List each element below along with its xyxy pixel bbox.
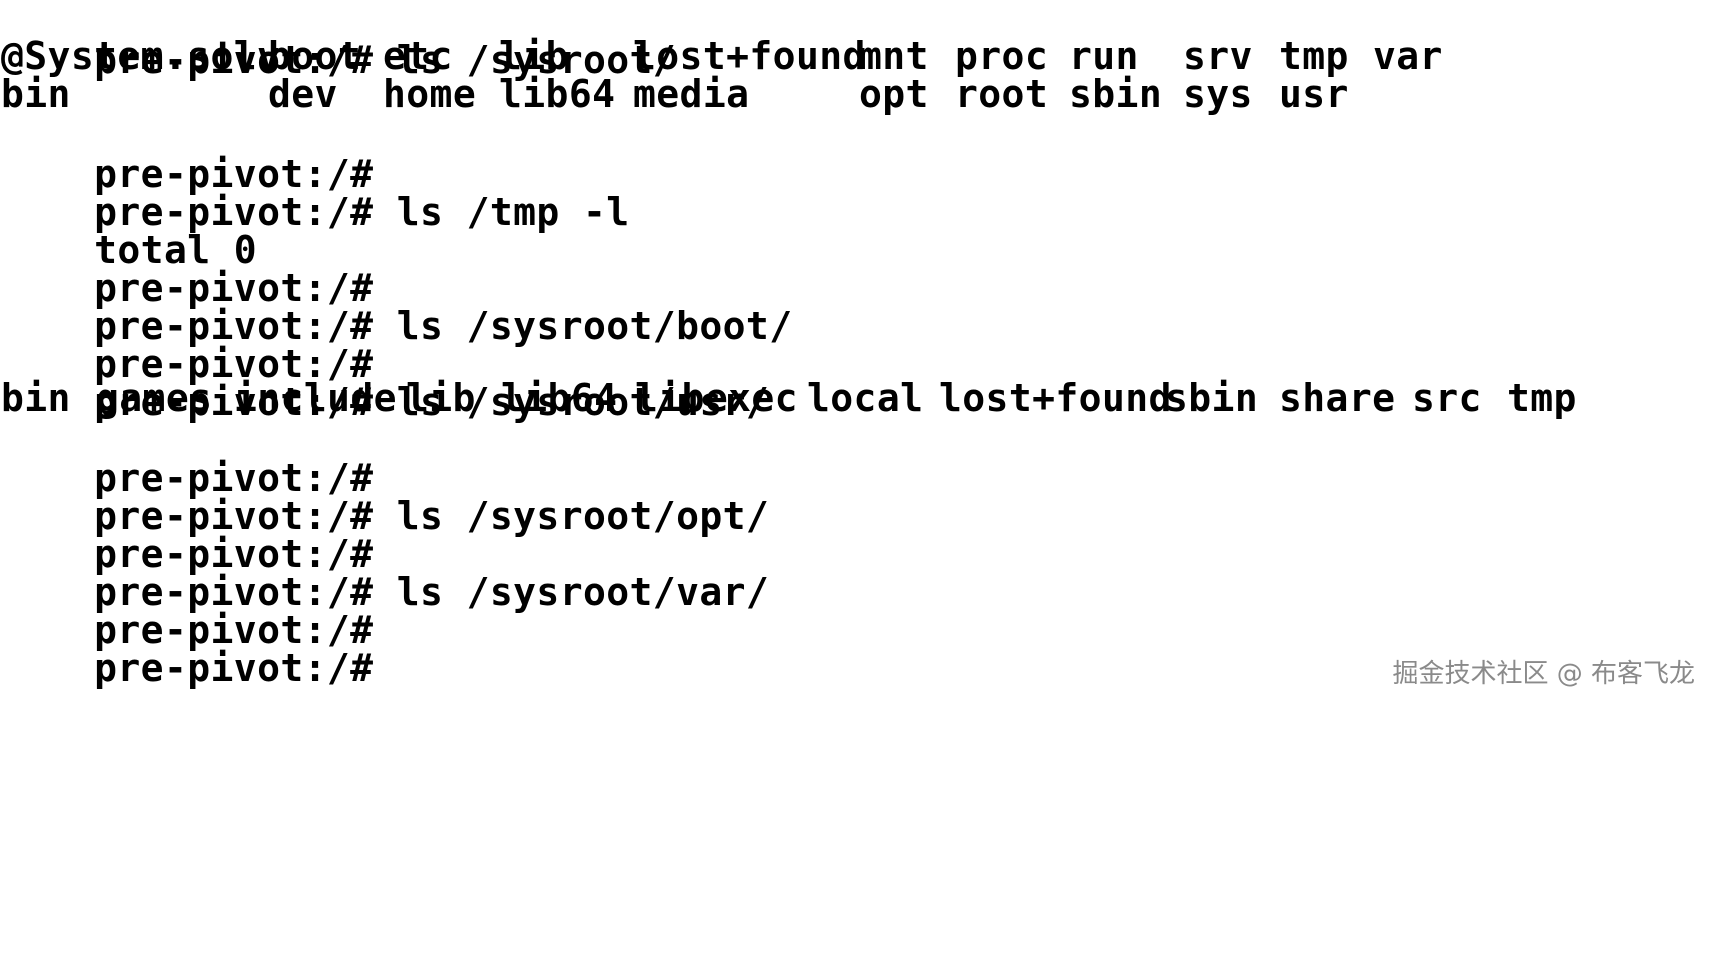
dir-entry: lost+found [939,376,1172,420]
shell-prompt: pre-pivot:/# [94,494,374,538]
terminal-line: @System.solv boot etc lib lost+found mnt… [1,35,1442,77]
dir-entry: run [1069,34,1139,78]
dir-entry: sys [1183,72,1253,116]
dir-entry: lib64 [501,376,618,420]
dir-entry: sbin [1165,376,1259,420]
dir-entry: libexec [635,376,798,420]
shell-prompt: pre-pivot:/# [94,342,374,386]
shell-prompt: pre-pivot:/# [94,608,374,652]
command-text: ls /sysroot/var/ [373,570,770,614]
terminal-line: pre-pivot:/# [1,225,373,309]
dir-entry: tmp [1507,376,1577,420]
dir-entry: lib64 [499,72,616,116]
dir-entry: proc [955,34,1049,78]
dir-entry: lib [499,34,569,78]
dir-entry: local [807,376,924,420]
terminal-line: bin games include lib lib64 libexec loca… [1,376,1576,420]
dir-entry: dev [268,72,338,116]
watermark-text: 掘金技术社区 @ 布客飞龙 [1392,659,1695,689]
terminal-line: pre-pivot:/# [1,415,373,499]
dir-entry: srv [1183,34,1253,78]
shell-prompt: pre-pivot:/# [94,304,374,348]
shell-prompt: pre-pivot:/# [94,570,374,614]
dir-entry: include [234,376,397,420]
terminal-line: pre-pivot:/# ls /tmp -l [1,149,630,233]
terminal-line: pre-pivot:/# ls /sysroot/boot/ [1,263,792,347]
terminal-line: pre-pivot:/# [1,111,373,195]
terminal-line: pre-pivot:/# ls /sysroot/opt/ [1,453,769,537]
dir-entry: mnt [859,34,929,78]
shell-prompt: pre-pivot:/# [94,456,374,500]
command-text: ls /sysroot/usr/ [373,380,770,424]
dir-entry: lib [406,376,476,420]
terminal-line: pre-pivot:/# [1,567,373,651]
dir-entry: lost+found [633,34,866,78]
shell-prompt: pre-pivot:/# [94,152,374,196]
terminal-line: total 0 [1,187,257,271]
command-text: ls /sysroot/opt/ [373,494,770,538]
terminal-window[interactable]: pre-pivot:/# ls /sysroot/ @System.solv b… [0,0,1725,713]
command-text: ls /sysroot/ [373,38,677,82]
terminal-line: pre-pivot:/# ls /sysroot/var/ [1,529,769,613]
terminal-line: pre-pivot:/# ls /sysroot/ [1,0,676,81]
dir-entry: var [1373,34,1443,78]
terminal-line: pre-pivot:/# [1,605,373,689]
terminal-line: pre-pivot:/# [1,301,373,385]
dir-entry: bin [1,72,71,116]
dir-entry: media [633,72,750,116]
dir-entry: opt [859,72,929,116]
dir-entry: home [383,72,477,116]
dir-entry: etc [383,34,453,78]
command-text: ls /tmp -l [373,190,630,234]
shell-prompt: pre-pivot:/# [94,380,374,424]
dir-entry: games [96,376,213,420]
terminal-line: pre-pivot:/# [1,491,373,575]
shell-prompt: pre-pivot:/# [94,38,374,82]
terminal-line: bin dev home lib64 media opt root sbin s… [1,72,1348,116]
shell-prompt: pre-pivot:/# [94,266,374,310]
command-output: total 0 [94,228,258,272]
dir-entry: tmp [1279,34,1349,78]
dir-entry: usr [1279,72,1349,116]
dir-entry: @System.solv [1,34,281,78]
shell-prompt: pre-pivot:/# [94,646,374,690]
dir-entry: sbin [1069,72,1163,116]
shell-prompt: pre-pivot:/# [94,190,374,234]
dir-entry: share [1279,376,1396,420]
terminal-line: pre-pivot:/# ls /sysroot/usr/ [1,339,769,423]
command-text: ls /sysroot/boot/ [373,304,793,348]
dir-entry: bin [1,376,71,420]
dir-entry: root [955,72,1049,116]
shell-prompt: pre-pivot:/# [94,532,374,576]
dir-entry: boot [268,34,362,78]
dir-entry: src [1412,376,1482,420]
